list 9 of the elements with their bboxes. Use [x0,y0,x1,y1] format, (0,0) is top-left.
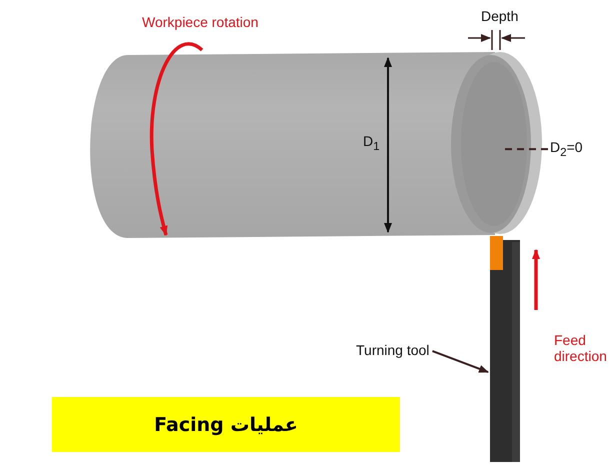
dimension-label: D$_{1}$ [363,133,380,154]
direction-label: Feed direction [554,332,608,364]
dimension-label: D$_{2}$=0 [550,139,583,160]
rotation-label: Workpiece rotation [142,14,258,30]
dimension-label: Depth [481,8,518,24]
leader-arrow [432,350,489,374]
title-banner: عملیات Facing [52,397,400,452]
turning-tool [490,236,520,462]
callout-label: Turning tool [356,342,430,358]
